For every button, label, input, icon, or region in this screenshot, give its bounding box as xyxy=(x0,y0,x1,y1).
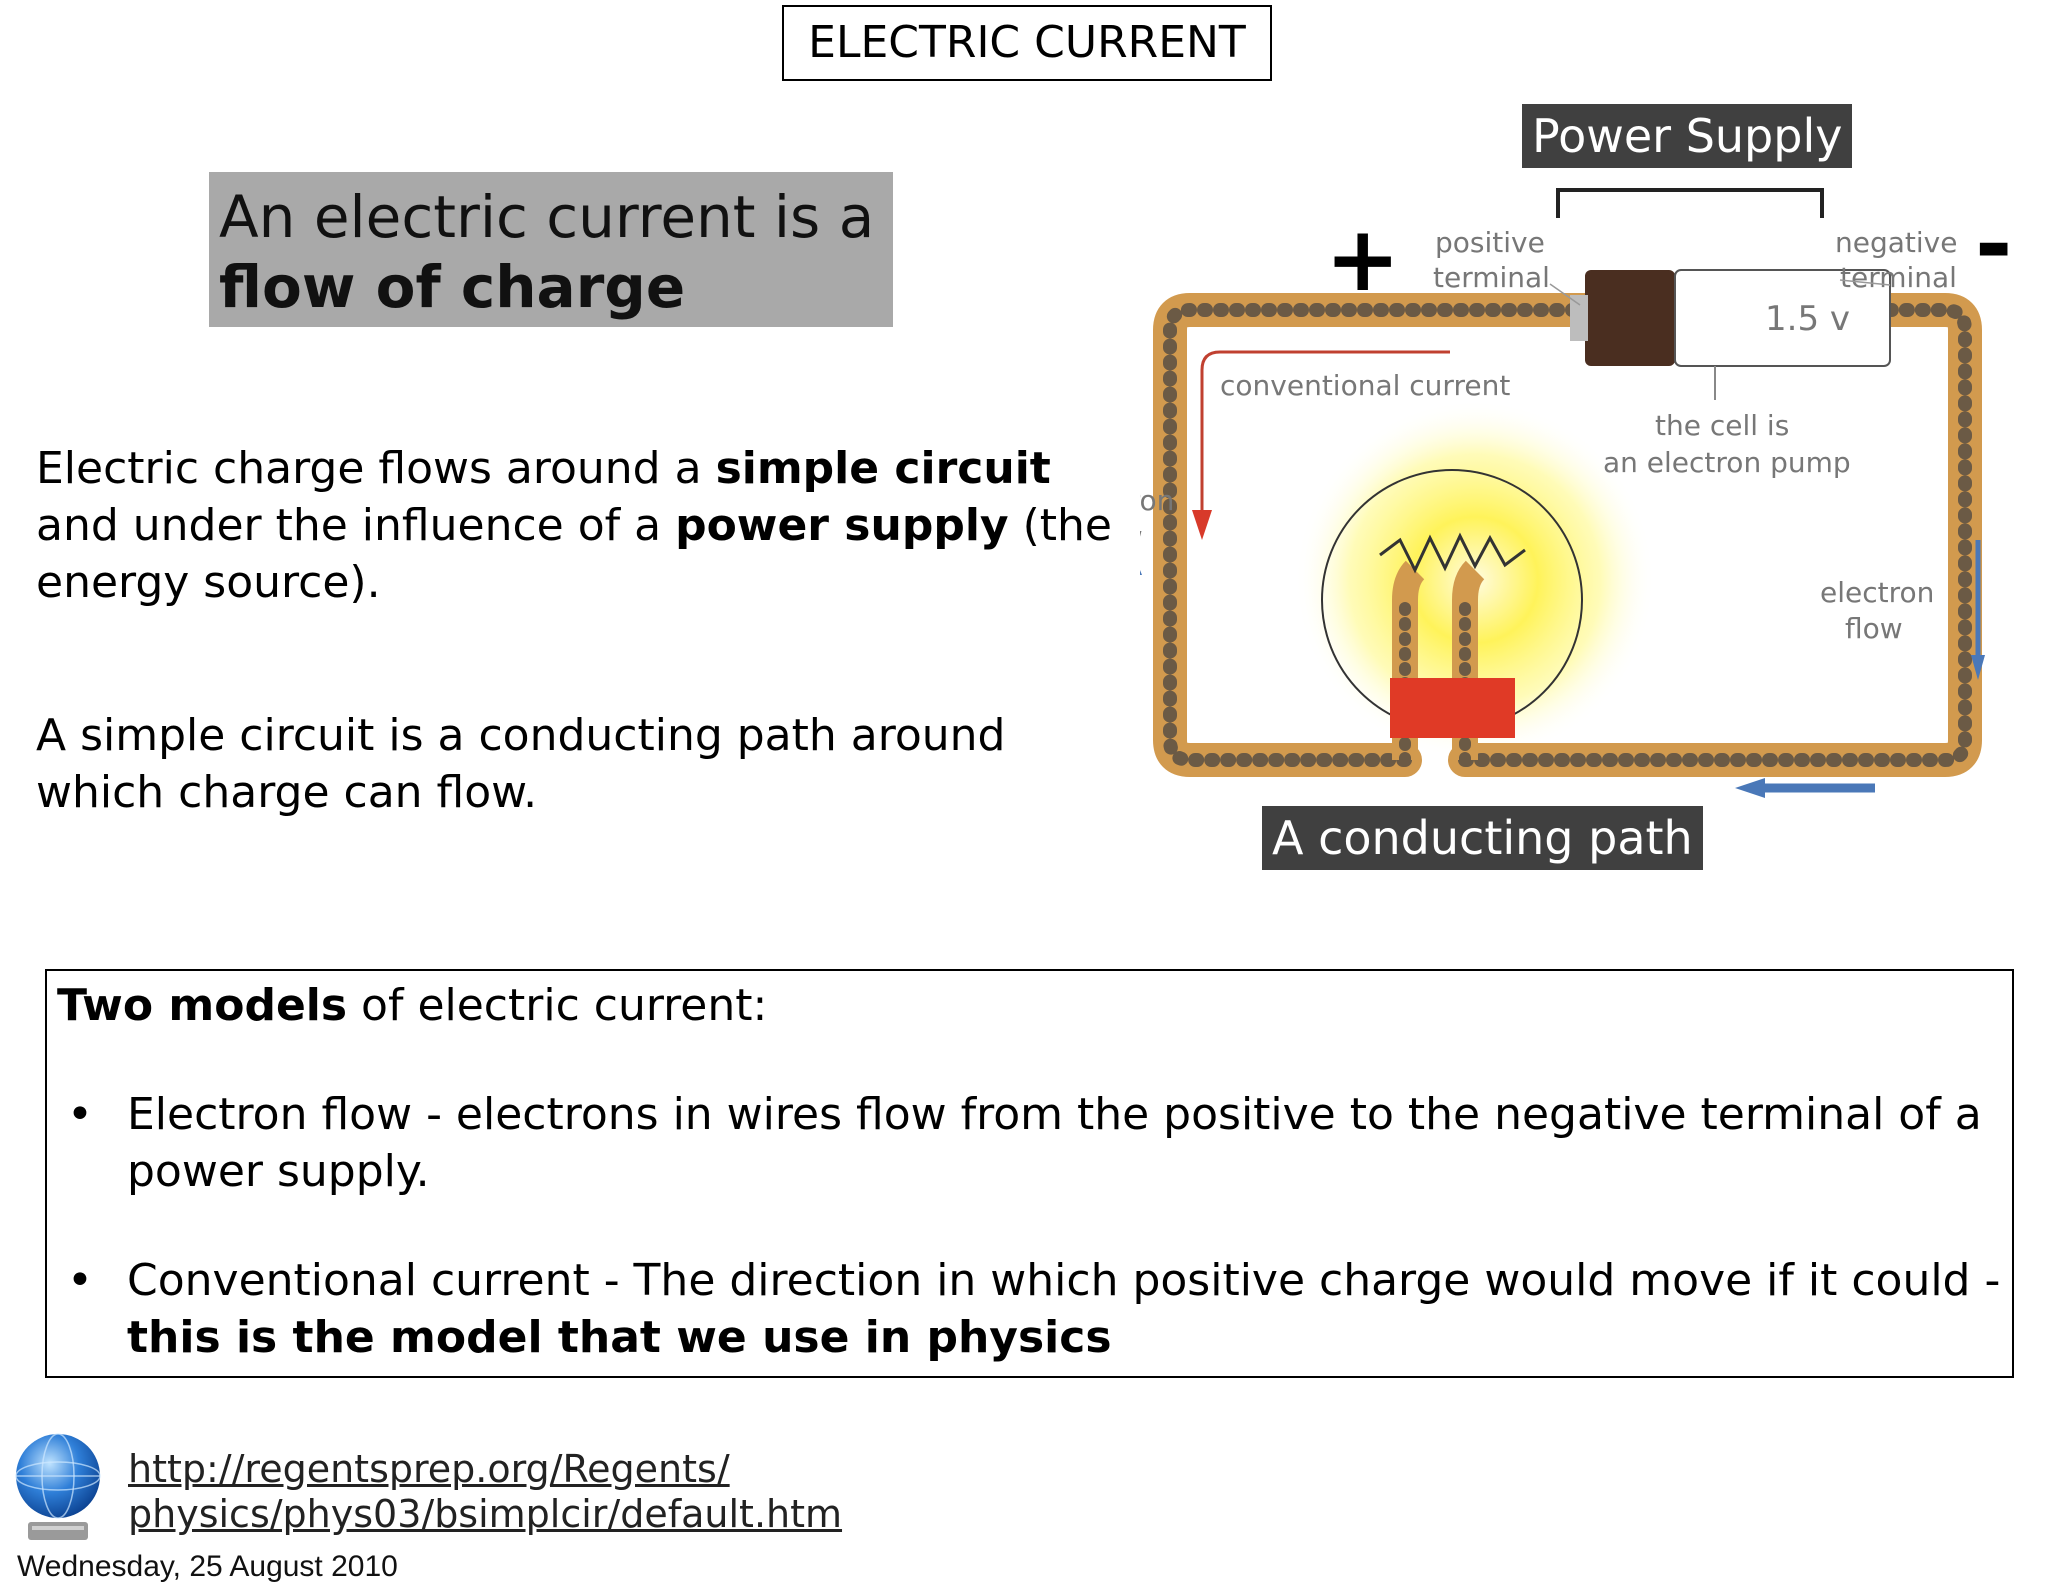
negative-terminal-label-2: terminal xyxy=(1840,261,1957,294)
cell-note-2: an electron pump xyxy=(1603,446,1851,479)
bulb-base xyxy=(1390,678,1515,738)
globe-icon[interactable] xyxy=(10,1430,106,1544)
negative-terminal-label-1: negative xyxy=(1835,226,1957,259)
positive-terminal-label-1: positive xyxy=(1435,226,1545,259)
conventional-current-label: conventional current xyxy=(1220,369,1510,402)
bullet-electron-flow: •Electron flow - electrons in wires flow… xyxy=(67,1089,1982,1197)
two-models-box: Two models of electric current: •Electro… xyxy=(45,969,2014,1378)
circuit-illustration: 1.5 v + - positive terminal negative ter… xyxy=(1060,188,2012,798)
positive-terminal-label-2: terminal xyxy=(1433,261,1550,294)
bulb-filament-legs xyxy=(1392,560,1485,760)
battery-cap xyxy=(1585,270,1675,366)
bullet-conventional-current: •Conventional current - The direction in… xyxy=(67,1255,2001,1363)
power-supply-label: Power Supply xyxy=(1522,104,1853,168)
definition-box: An electric current is a flow of charge xyxy=(209,172,893,327)
paragraph-conducting-path: A simple circuit is a conducting path ar… xyxy=(36,710,1006,818)
minus-sign: - xyxy=(1975,192,2012,297)
electron-flow-left-2: flow xyxy=(1140,520,1143,553)
definition-line1: An electric current is a xyxy=(219,183,875,251)
paragraph-simple-circuit: Electric charge flows around a simple ci… xyxy=(36,443,1112,608)
conventional-current-line xyxy=(1200,350,1450,520)
battery-body xyxy=(1674,269,1891,367)
cell-note-1: the cell is xyxy=(1655,409,1789,442)
conducting-path-label: A conducting path xyxy=(1262,806,1703,870)
footer-date: Wednesday, 25 August 2010 xyxy=(17,1550,398,1583)
electron-flow-right-1: electron xyxy=(1820,576,1934,609)
bulb-filament xyxy=(1379,532,1526,574)
plus-sign: + xyxy=(1325,207,1400,312)
source-link[interactable]: http://regentsprep.org/Regents/ physics/… xyxy=(128,1447,843,1536)
circuit-diagram: 1.5 v + - positive terminal negative ter… xyxy=(1060,100,2040,890)
definition-line2: flow of charge xyxy=(219,253,686,321)
electron-flow-left-1: electron xyxy=(1140,484,1174,517)
power-supply-bracket xyxy=(1556,188,1824,218)
electron-flow-right-2: flow xyxy=(1845,612,1903,645)
cell-voltage: 1.5 v xyxy=(1765,299,1850,339)
slide-title: ELECTRIC CURRENT xyxy=(782,5,1272,81)
models-heading: Two models of electric current: xyxy=(57,980,768,1031)
conventional-current-arrowhead xyxy=(1192,510,1212,540)
